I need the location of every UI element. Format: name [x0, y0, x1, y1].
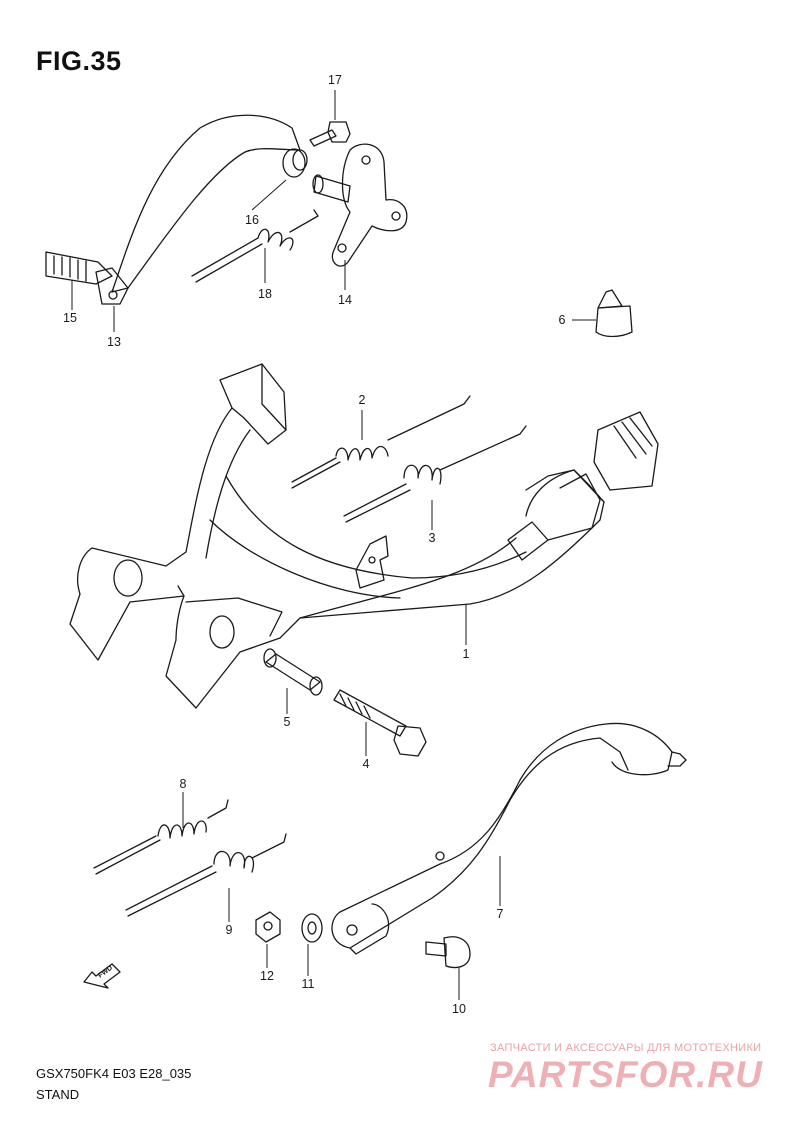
watermark-logo-text: PARTSFOR.RU: [488, 1054, 763, 1095]
gearshift-arm: [312, 143, 408, 267]
callout-8: 8: [180, 777, 187, 791]
callout-6: 6: [559, 313, 566, 327]
stand-pedal-rubber: [593, 411, 659, 491]
gearshift-lever: [95, 114, 301, 305]
side-stand: [331, 722, 687, 955]
diagram-code: GSX750FK4 E03 E28_035: [36, 1066, 192, 1081]
center-stand-spring-outer: [291, 395, 471, 489]
side-stand-nut: [255, 911, 281, 943]
callout-10: 10: [452, 1002, 466, 1016]
gearshift-spring: [191, 209, 319, 283]
side-stand-bolt: [425, 936, 471, 969]
gearshift-collar: [282, 148, 308, 178]
callout-3: 3: [429, 531, 436, 545]
callout-2: 2: [359, 393, 366, 407]
callout-13: 13: [107, 335, 121, 349]
stand-pivot-bolt: [333, 689, 427, 757]
callout-15: 15: [63, 311, 77, 325]
center-stand-spring-inner: [343, 425, 527, 523]
diagram-section-name: STAND: [36, 1087, 80, 1102]
leader-lines: [71, 90, 596, 1000]
figure-title: FIG.35: [36, 46, 122, 76]
spring-hook-bracket: [355, 535, 389, 589]
side-stand-spring-outer: [93, 799, 229, 875]
callout-7: 7: [497, 907, 504, 921]
bolt-17: [309, 121, 351, 147]
side-stand-washer: [301, 913, 323, 943]
callout-5: 5: [284, 715, 291, 729]
stand-stopper: [595, 289, 633, 338]
stand-pivot-pipe: [263, 648, 323, 696]
callout-18: 18: [258, 287, 272, 301]
callout-4: 4: [363, 757, 370, 771]
center-stand: [69, 363, 605, 709]
forward-direction-arrow: FWD: [83, 963, 121, 989]
callout-numbers: 1 2 3 4 5 6 7 8 9 10 11 12 13 14 15 16 1…: [63, 73, 565, 1016]
callout-17: 17: [328, 73, 342, 87]
watermark-tagline: ЗАПЧАСТИ И АКСЕССУАРЫ ДЛЯ МОТОТЕХНИКИ: [490, 1042, 762, 1054]
callout-14: 14: [338, 293, 352, 307]
callout-11: 11: [302, 977, 315, 991]
gearshift-lever-rubber: [45, 251, 113, 285]
callout-12: 12: [260, 969, 274, 983]
side-stand-spring-inner: [125, 833, 287, 917]
callout-9: 9: [226, 923, 233, 937]
callout-1: 1: [463, 647, 470, 661]
callout-16: 16: [245, 213, 259, 227]
